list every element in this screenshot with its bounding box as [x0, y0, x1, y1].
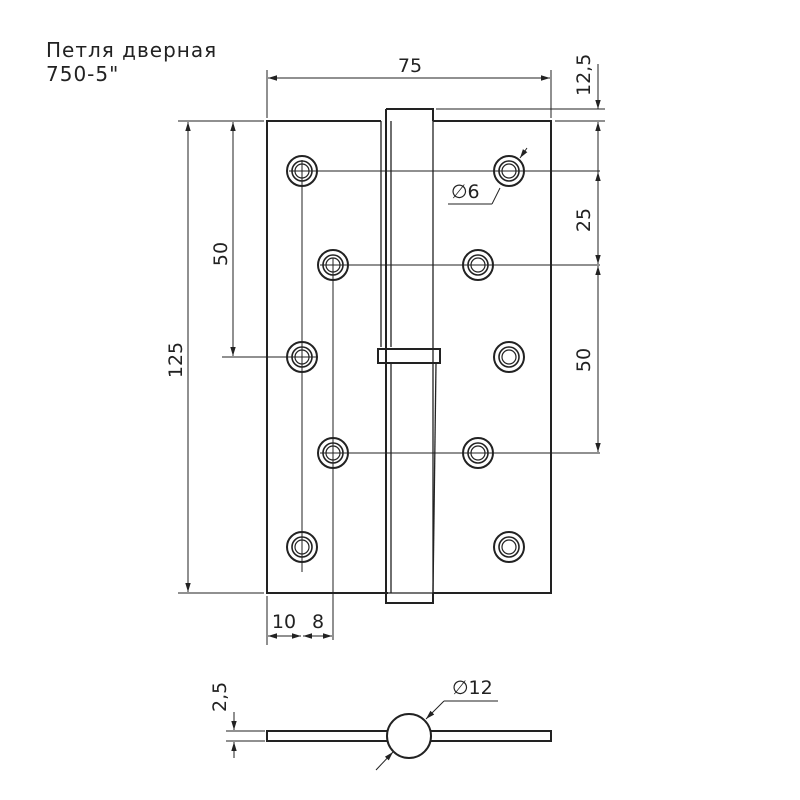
- dim-label-hole-spacing-right: 25: [573, 208, 595, 232]
- right-leaf: [433, 120, 552, 594]
- dim-hole-spacing-right: 25: [573, 172, 601, 264]
- dim-hole-spacing-lower-right: 50: [573, 266, 601, 452]
- knuckle-barrel: [385, 108, 434, 604]
- screw-hole: [493, 341, 525, 373]
- dim-label-edge-offset: 10: [272, 611, 296, 633]
- dim-label-top-offset: 12,5: [573, 54, 595, 96]
- dim-hole-spacing-left: 50: [210, 122, 236, 356]
- dim-overall-height: 125: [165, 120, 264, 594]
- dim-label-hole-spacing-lower-right: 50: [573, 348, 595, 372]
- drawing-subtitle: 750-5": [46, 62, 120, 86]
- dim-label-overall-width: 75: [398, 55, 422, 77]
- side-leaf-right: [427, 730, 552, 742]
- dim-label-thickness: 2,5: [209, 682, 231, 712]
- dim-top-offset: 12,5: [436, 54, 605, 172]
- knuckle-split: [377, 348, 441, 364]
- side-leaf-left: [266, 730, 391, 742]
- dim-label-hole-spacing-left: 50: [210, 242, 232, 266]
- screw-holes: [286, 155, 525, 563]
- hinge-front-view: [266, 108, 552, 604]
- drawing-title: Петля дверная: [46, 38, 218, 62]
- knuckle-lower-taper: [432, 362, 437, 594]
- dim-label-hole-diameter: ∅6: [451, 181, 480, 203]
- screw-hole: [493, 531, 525, 563]
- dim-label-overall-height: 125: [165, 342, 187, 378]
- dim-hole-diameter: ∅6: [448, 147, 528, 205]
- side-knuckle: [386, 713, 432, 759]
- dim-label-hole-offset: 8: [312, 611, 324, 633]
- hinge-side-view: 2,5 ∅12: [209, 677, 552, 771]
- dim-overall-width: 75: [266, 55, 552, 118]
- dim-label-knuckle-diameter: ∅12: [452, 677, 493, 699]
- centre-lines: [222, 160, 600, 640]
- dim-bottom-offsets: 10 8: [266, 596, 332, 645]
